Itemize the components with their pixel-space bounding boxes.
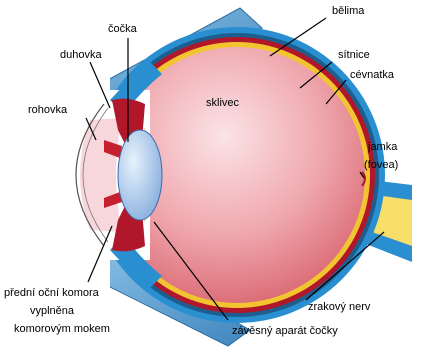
label-fovea: (fovea) <box>364 159 398 171</box>
label-predni-1: přední oční komora <box>4 287 100 299</box>
label-duhovka: duhovka <box>60 49 102 61</box>
label-belima: bělima <box>332 5 365 17</box>
label-predni-3: komorovým mokem <box>14 323 110 335</box>
label-predni-2: vyplněna <box>30 305 75 317</box>
label-sitnice: sítnice <box>338 49 370 61</box>
label-zavesny-aparat: závěsný aparát čočky <box>232 325 338 337</box>
anterior-chamber <box>80 118 122 232</box>
label-rohovka: rohovka <box>28 104 68 116</box>
label-cocka: čočka <box>108 23 138 35</box>
lens <box>118 130 162 220</box>
label-zrakovy-nerv: zrakový nerv <box>308 301 371 313</box>
label-jamka: jamka <box>367 141 398 153</box>
label-cevnatka: cévnatka <box>350 69 395 81</box>
label-sklivec: sklivec <box>206 97 240 109</box>
